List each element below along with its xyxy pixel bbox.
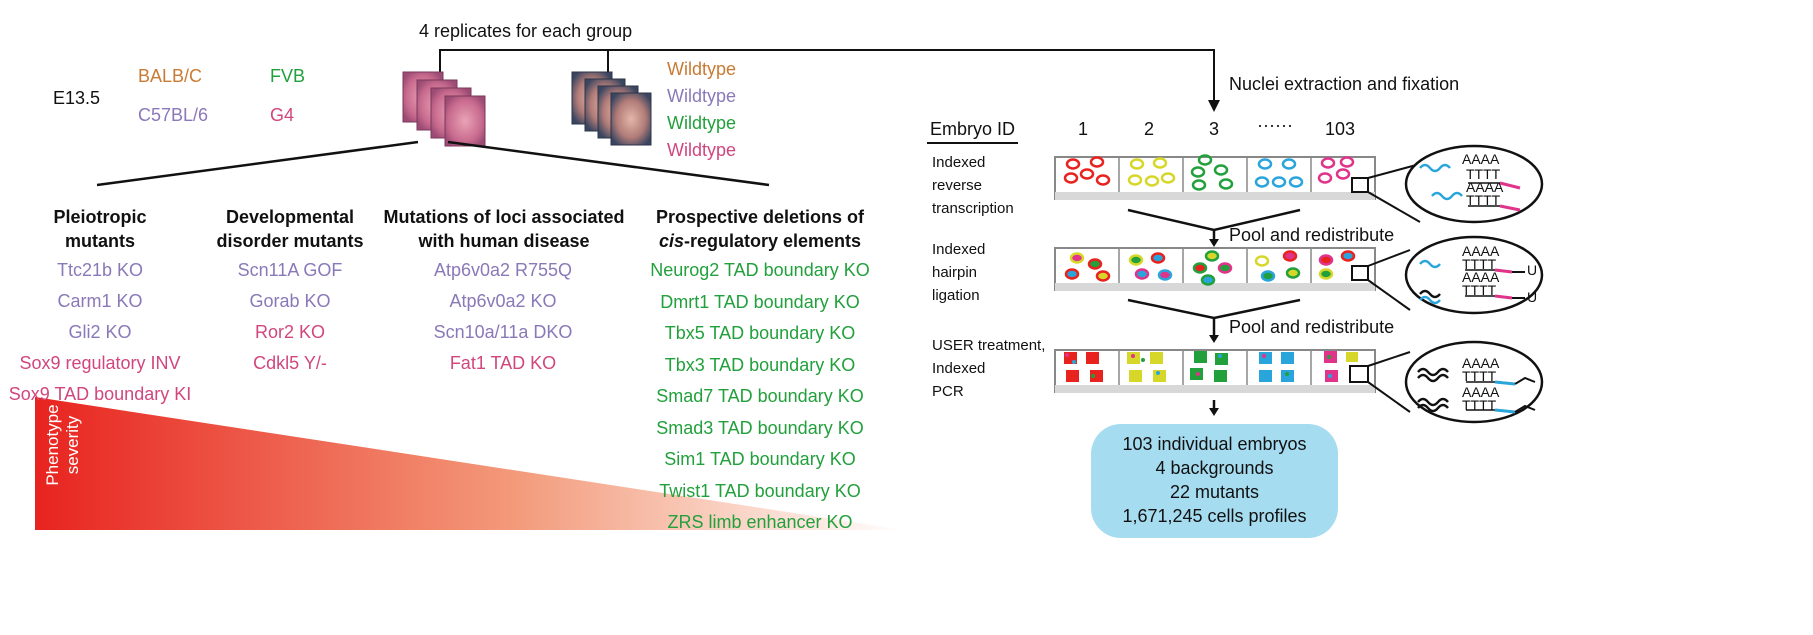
inset-rt [1404, 144, 1544, 224]
plate-ligation [1054, 247, 1376, 291]
list-item: ZRS limb enhancer KO [667, 512, 853, 532]
nuclei-step-label: Nuclei extraction and fixation [1229, 74, 1460, 94]
inset-seq: AAAA [1462, 243, 1500, 259]
connector-line [439, 49, 1215, 105]
list-item: Ttc21b KO [56, 260, 144, 280]
summary-text: 103 individual embryos 4 backgrounds 22 … [1091, 432, 1338, 528]
group-list: Neurog2 TAD boundary KO Dmrt1 TAD bounda… [640, 255, 880, 539]
embryo-id: 1 [1078, 119, 1089, 139]
list-item: Gorab KO [249, 291, 331, 311]
list-item: Neurog2 TAD boundary KO [650, 260, 870, 280]
wildtype-label: Wildtype [667, 113, 737, 133]
wildtype-label: Wildtype [667, 59, 737, 79]
list-item: Scn11A GOF [237, 260, 343, 280]
summary-line: 103 individual embryos [1122, 434, 1307, 454]
list-item: Atp6v0a2 R755Q [433, 260, 573, 280]
group-list: Atp6v0a2 R755Q Atp6v0a2 KO Scn10a/11a DK… [403, 255, 603, 379]
embryo-id: ······ [1257, 115, 1293, 135]
wildtype-label: Wildtype [667, 86, 737, 106]
embryo-id-label: Embryo ID [930, 119, 1016, 139]
list-item: Tbx5 TAD boundary KO [664, 323, 856, 343]
list-item: Sox9 TAD boundary KI [8, 384, 192, 404]
severity-label: Phenotype severity [43, 404, 82, 486]
list-item: Sox9 regulatory INV [19, 353, 181, 373]
list-item: Smad7 TAD boundary KO [656, 386, 864, 406]
list-item: Cdkl5 Y/- [253, 353, 327, 373]
wildtype-embryo-stack [571, 71, 652, 146]
list-item: Dmrt1 TAD boundary KO [660, 291, 860, 312]
plate-pcr [1054, 349, 1376, 393]
group-list: Ttc21b KO Carm1 KO Gli2 KO Sox9 regulato… [0, 255, 200, 410]
stage-label: E13.5 [53, 88, 101, 108]
inset-seq: TTTT [1462, 256, 1497, 272]
strain-balbc: BALB/C [138, 66, 203, 86]
strain-fvb: FVB [270, 66, 306, 86]
summary-line: 4 backgrounds [1155, 458, 1274, 478]
arrow-head [1208, 100, 1220, 112]
embryo-id: 103 [1325, 119, 1356, 139]
inset-seq: AAAA [1462, 269, 1500, 285]
inset-seq: TTTT [1466, 166, 1501, 182]
summary-line: 22 mutants [1169, 482, 1260, 502]
inset-seq: AAAA [1466, 179, 1504, 195]
list-item: Fat1 TAD KO [449, 353, 557, 373]
severity-wedge [35, 397, 905, 530]
inset-seq: TTTT [1462, 282, 1497, 298]
pool-label: Pool and redistribute [1229, 225, 1395, 245]
replicates-title: 4 replicates for each group [419, 21, 633, 41]
inset-seq: AAAA [1462, 355, 1500, 371]
group-heading: Prospective deletions of cis-regulatory … [655, 207, 865, 251]
group-list: Scn11A GOF Gorab KO Ror2 KO Cdkl5 Y/- [205, 255, 375, 379]
inset-seq: TTTT [1462, 368, 1497, 384]
list-item: Gli2 KO [68, 322, 132, 342]
inset-u: U [1527, 289, 1538, 305]
summary-box [1091, 424, 1338, 538]
wildtype-label: Wildtype [667, 140, 737, 160]
inset-seq: TTTT [1466, 192, 1501, 208]
list-item: Smad3 TAD boundary KO [656, 417, 864, 438]
list-item: Scn10a/11a DKO [433, 322, 573, 342]
inset-seq: TTTT [1462, 397, 1497, 413]
inset-u: U [1527, 262, 1538, 278]
list-item: Twist1 TAD boundary KO [659, 480, 861, 501]
strain-c57bl6: C57BL/6 [138, 105, 209, 125]
embryo-id: 2 [1144, 119, 1155, 139]
inset-seq: AAAA [1462, 151, 1500, 167]
list-item: Ror2 KO [254, 322, 326, 342]
plate-rt [1054, 154, 1376, 200]
pool-label: Pool and redistribute [1229, 317, 1395, 337]
inset-seq: AAAA [1462, 384, 1500, 400]
strain-g4: G4 [270, 105, 295, 125]
summary-line: 1,671,245 cells profiles [1122, 506, 1307, 526]
list-item: Sim1 TAD boundary KO [664, 449, 856, 469]
list-item: Tbx3 TAD boundary KO [664, 354, 856, 375]
list-item: Atp6v0a2 KO [449, 291, 557, 311]
list-item: Carm1 KO [57, 291, 143, 311]
embryo-id: 3 [1209, 119, 1220, 139]
mutant-embryo-stack [402, 71, 486, 147]
